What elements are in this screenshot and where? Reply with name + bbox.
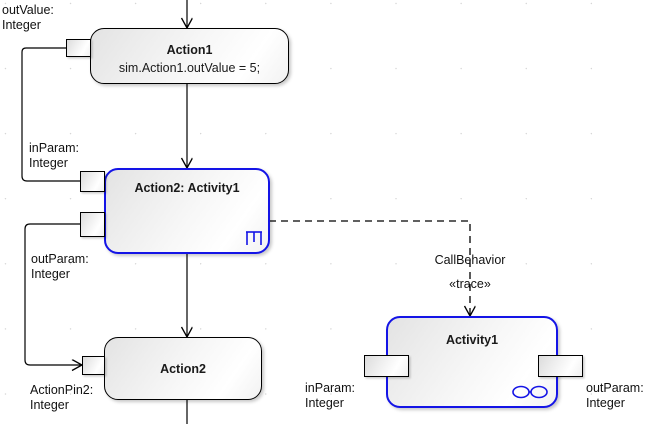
node-action1[interactable]: Action1 sim.Action1.outValue = 5; [90,28,289,84]
node-action2[interactable]: Action2 [104,337,262,400]
label-callbehavior: CallBehavior [434,253,506,267]
node-action1-body: sim.Action1.outValue = 5; [118,61,261,75]
pin-action1-outvalue[interactable] [66,39,91,57]
object-flow-outparam-to-actionpin2 [24,223,82,365]
node-action1-title: Action1 [166,43,213,57]
node-activity1[interactable]: Activity1 [386,316,558,408]
label-action1-outvalue: outValue: Integer [2,3,54,32]
label-action2-actionpin2: ActionPin2: Integer [30,383,94,412]
label-activity1-outparam: outParam: Integer [586,381,644,410]
pin-activity1-inparam[interactable] [364,355,409,377]
pin-activity1-outparam[interactable] [538,355,583,377]
node-action2-activity1[interactable]: Action2: Activity1 [104,168,270,254]
trace-dependency-link [269,220,470,316]
label-action2-activity1-outparam: outParam: Integer [31,252,89,281]
node-activity1-title: Activity1 [445,333,499,347]
pin-action2-activity1-outparam[interactable] [80,212,105,237]
pin-action2-actionpin2[interactable] [82,356,105,375]
label-action2-activity1-inparam: inParam: Integer [29,141,80,170]
node-action2-activity1-title: Action2: Activity1 [134,181,240,195]
label-trace-stereotype: «trace» [449,277,491,291]
object-flow-outvalue-to-inparam [21,47,104,181]
pin-action2-activity1-inparam[interactable] [80,171,105,192]
node-action2-title: Action2 [160,362,206,376]
label-activity1-inparam: inParam: Integer [305,381,356,410]
